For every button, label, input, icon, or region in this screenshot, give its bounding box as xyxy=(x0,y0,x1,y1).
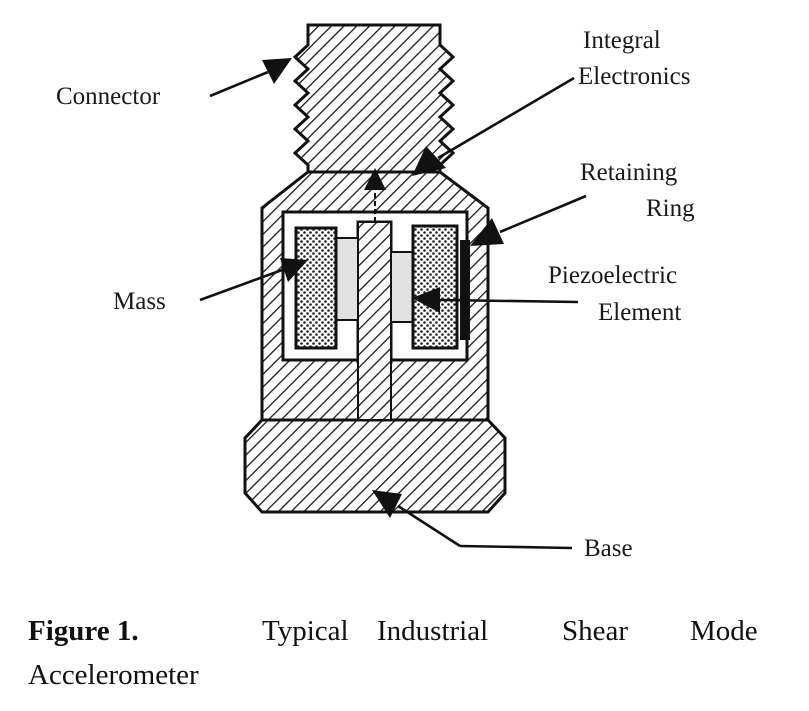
caption-title-line2: Accelerometer xyxy=(28,659,199,691)
label-piezoelectric-element-line2: Element xyxy=(598,299,681,326)
leader-piezoelectric-element xyxy=(412,287,579,313)
label-base: Base xyxy=(584,535,633,562)
label-mass: Mass xyxy=(113,288,166,315)
figure-caption: Figure 1. Typical Industrial Shear Mode … xyxy=(28,615,758,691)
label-integral-electronics-line2: Electronics xyxy=(578,63,690,90)
label-retaining-ring-line2: Ring xyxy=(646,195,695,222)
leader-connector xyxy=(209,58,292,98)
label-integral-electronics-line1: Integral xyxy=(583,27,661,54)
left-piezo-element xyxy=(335,237,359,321)
leader-base xyxy=(372,490,573,550)
electronics-marker xyxy=(364,168,386,222)
retaining-ring xyxy=(460,240,470,340)
label-retaining-ring-line1: Retaining xyxy=(580,159,678,186)
leader-integral-electronics xyxy=(412,76,575,176)
base-body xyxy=(243,418,507,514)
leader-retaining-ring xyxy=(470,194,587,246)
right-assembly xyxy=(390,224,459,350)
caption-word: Mode xyxy=(690,615,758,647)
left-mass xyxy=(294,226,338,350)
caption-word: Shear xyxy=(562,615,628,647)
center-post xyxy=(357,221,392,421)
caption-word: Industrial xyxy=(377,615,488,647)
leader-mass xyxy=(199,258,308,302)
caption-word: Typical xyxy=(262,615,349,647)
left-assembly xyxy=(294,226,359,350)
right-piezo-element xyxy=(390,251,414,323)
label-piezoelectric-element-line1: Piezoelectric xyxy=(548,262,677,289)
right-mass xyxy=(411,224,459,350)
caption-figure-number: Figure 1. xyxy=(28,615,139,647)
label-connector: Connector xyxy=(56,83,161,110)
